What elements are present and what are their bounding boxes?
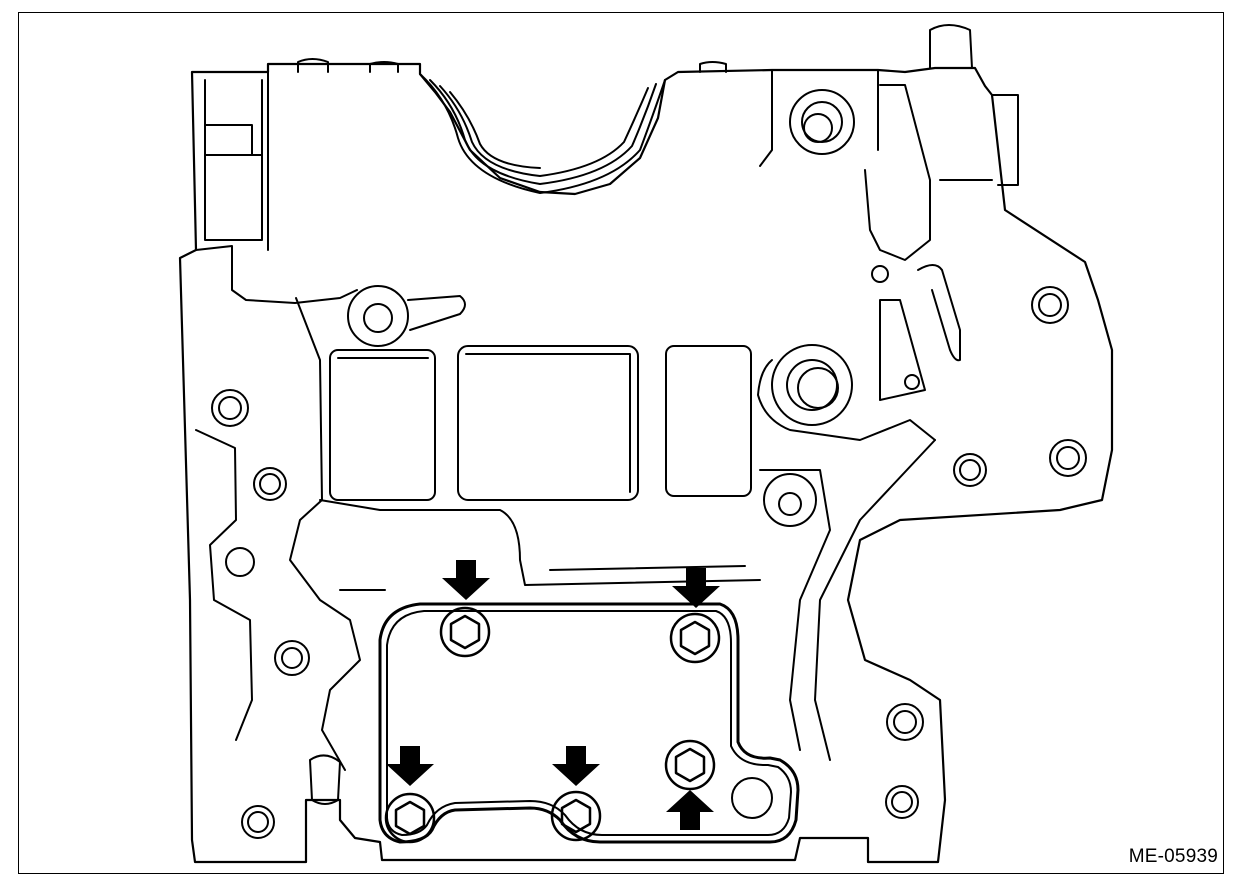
bolt-1 xyxy=(439,606,491,658)
arrow-down-icon xyxy=(442,560,490,600)
right-lower-boss xyxy=(759,439,936,761)
right-middle-boss xyxy=(757,264,961,441)
bolt-4 xyxy=(550,790,602,842)
right-upper-boss xyxy=(789,24,1019,261)
right-flange-bolts xyxy=(885,286,1087,819)
hex-bolts xyxy=(384,606,721,844)
arrow-down-icon xyxy=(672,568,720,608)
crank-bearing xyxy=(419,73,666,194)
left-boss xyxy=(347,285,466,347)
arrow-down-icon xyxy=(552,746,600,786)
arrow-up-icon xyxy=(666,790,714,830)
bolt-3 xyxy=(384,792,436,844)
bolt-5 xyxy=(664,739,716,791)
left-detailing xyxy=(195,297,761,805)
center-cavities xyxy=(329,345,752,501)
bolt-2 xyxy=(669,612,721,664)
block-outline xyxy=(178,62,1114,864)
arrow-down-icon xyxy=(386,746,434,786)
left-flange-bolts xyxy=(211,389,310,839)
top-studs xyxy=(297,58,727,73)
figure-frame xyxy=(18,12,1224,874)
figure-id-label: ME-05939 xyxy=(1128,846,1218,867)
